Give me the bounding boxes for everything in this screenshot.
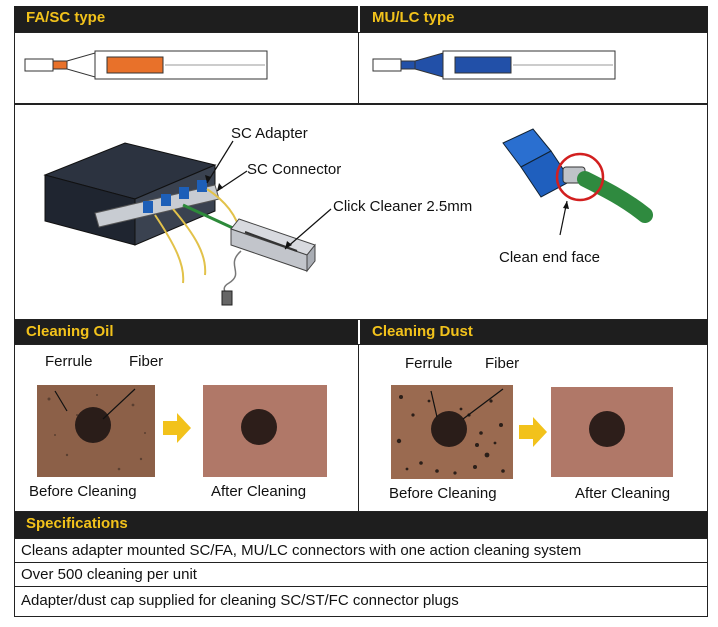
- dust-before-photo: [391, 385, 513, 479]
- cleaning-oil-header: Cleaning Oil: [14, 320, 358, 344]
- cleaning-diagram-panel: SC Adapter SC Connector Click Cleaner 2.…: [14, 104, 708, 320]
- oil-fiber-label: Fiber: [129, 353, 164, 370]
- oil-arrow-icon: [163, 413, 191, 443]
- oil-after-label: After Cleaning: [211, 483, 307, 500]
- click-cleaner-label: Click Cleaner 2.5mm: [333, 198, 473, 215]
- spec-text: Adapter/dust cap supplied for cleaning S…: [21, 592, 459, 609]
- cleaning-dust-panel: Ferrule Fiber Before Cleaning After Clea…: [358, 344, 708, 512]
- sc-connector-label: SC Connector: [247, 161, 342, 178]
- dust-before-label: Before Cleaning: [389, 485, 497, 502]
- cleaning-dust-header: Cleaning Dust: [360, 320, 708, 344]
- spec-row: Adapter/dust cap supplied for cleaning S…: [14, 587, 708, 617]
- oil-after-photo: [203, 385, 327, 477]
- mu-lc-type-panel: [358, 32, 708, 104]
- clean-end-face-label: Clean end face: [499, 249, 600, 266]
- oil-before-photo: [37, 385, 155, 477]
- oil-before-label: Before Cleaning: [29, 483, 137, 500]
- cleaning-dust-title: Cleaning Dust: [372, 323, 473, 340]
- cleaning-oil-panel: Ferrule Fiber Before Cleaning After Clea…: [14, 344, 359, 512]
- oil-ferrule-label: Ferrule: [45, 353, 93, 370]
- mu-lc-type-header: MU/LC type: [360, 6, 708, 32]
- fa-sc-cleaner-illustration: [24, 50, 268, 80]
- dust-fiber-label: Fiber: [485, 355, 520, 372]
- dust-arrow-icon: [519, 417, 547, 447]
- spec-text: Cleans adapter mounted SC/FA, MU/LC conn…: [21, 542, 582, 559]
- dust-after-photo: [551, 387, 673, 477]
- specifications-header: Specifications: [14, 512, 708, 538]
- spec-text: Over 500 cleaning per unit: [21, 566, 197, 583]
- dust-ferrule-label: Ferrule: [405, 355, 453, 372]
- dust-after-label: After Cleaning: [575, 485, 671, 502]
- cleaning-oil-title: Cleaning Oil: [26, 323, 114, 340]
- mu-lc-type-title: MU/LC type: [372, 9, 455, 26]
- specifications-title: Specifications: [26, 515, 128, 532]
- spec-row: Over 500 cleaning per unit: [14, 563, 708, 587]
- sc-adapter-label: SC Adapter: [231, 125, 308, 142]
- adapter-cleaning-illustration: [43, 128, 653, 306]
- spec-row: Cleans adapter mounted SC/FA, MU/LC conn…: [14, 538, 708, 563]
- fa-sc-type-header: FA/SC type: [14, 6, 358, 32]
- fa-sc-type-panel: [14, 32, 359, 104]
- mu-lc-cleaner-illustration: [372, 50, 616, 80]
- fa-sc-type-title: FA/SC type: [26, 9, 106, 26]
